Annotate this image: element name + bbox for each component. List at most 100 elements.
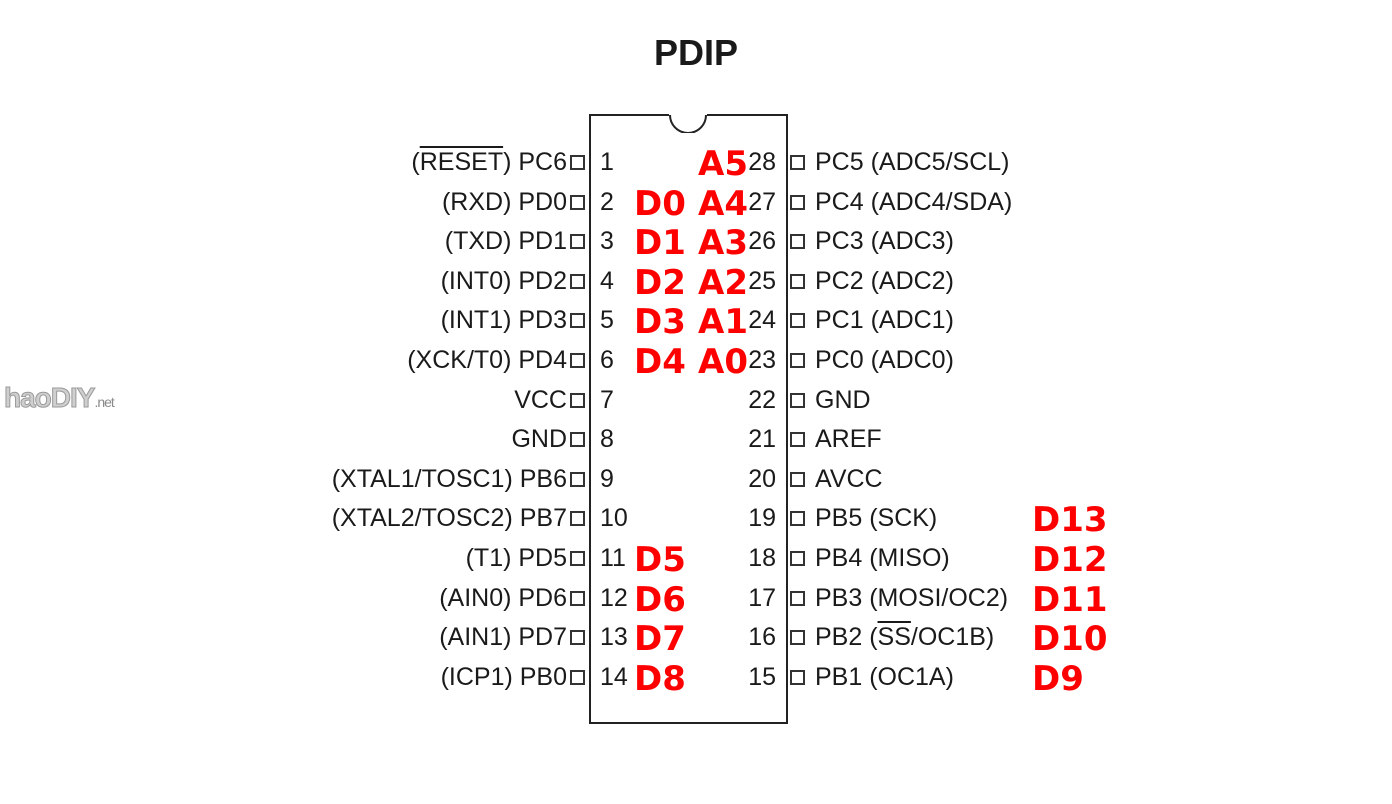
left-pin-label: VCC	[514, 385, 567, 415]
pin-label-text: PC3 (ADC3)	[815, 227, 954, 256]
right-pin-label: PC1 (ADC1)	[815, 305, 954, 335]
right-pin-label: PC0 (ADC0)	[815, 345, 954, 375]
pin-label-text: (AIN0) PD6	[439, 583, 567, 612]
pin-label-text: (XTAL2/TOSC2) PB7	[331, 504, 567, 533]
left-pin-lead	[570, 273, 585, 289]
pin-label-text: GND	[511, 425, 567, 454]
arduino-digital-label: D5	[634, 540, 686, 580]
left-pin-number: 13	[600, 623, 628, 652]
arduino-digital-label: D9	[1032, 658, 1084, 699]
pin-label-text: PB4 (MISO)	[815, 544, 950, 572]
pin-label-text: PC1 (ADC1)	[815, 306, 954, 335]
left-pin-lead	[570, 392, 585, 408]
pin-label-overline: SS	[877, 623, 911, 652]
left-pin-number: 4	[600, 266, 614, 295]
left-pin-number: 14	[600, 662, 628, 691]
left-pin-label: GND	[511, 424, 567, 454]
arduino-analog-label: A3	[698, 223, 748, 264]
pin-label-text: (ICP1) PB0	[440, 662, 567, 691]
pin-label-text: (T1) PD5	[465, 544, 567, 572]
arduino-analog-label: A1	[698, 302, 748, 343]
left-pin-label: (AIN1) PD7	[439, 622, 567, 652]
right-pin-lead	[790, 234, 805, 250]
pin-label-text: (	[411, 148, 420, 176]
watermark-main: haoDIY	[3, 382, 95, 414]
left-pin-lead	[570, 551, 585, 566]
right-pin-lead	[790, 432, 805, 448]
right-pin-lead	[790, 551, 805, 566]
left-pin-label: (RESET) PC6	[411, 147, 567, 177]
arduino-digital-label: D13	[1032, 500, 1108, 541]
pin-label-text: PB1 (OC1A)	[815, 662, 954, 691]
left-pin-lead	[570, 353, 585, 368]
right-pin-number: 23	[748, 346, 776, 374]
right-pin-lead	[790, 194, 805, 210]
arduino-digital-label: D4	[634, 342, 686, 382]
left-pin-number: 6	[600, 346, 614, 374]
pin-label-text: PC2 (ADC2)	[815, 266, 954, 295]
right-pin-label: PB5 (SCK)	[815, 503, 937, 533]
pin-label-text: PB3 (MOSI/OC2)	[815, 583, 1009, 612]
pin-label-text: (XTAL1/TOSC1) PB6	[331, 464, 567, 493]
arduino-analog-label: A0	[698, 342, 748, 382]
left-pin-number: 2	[600, 187, 614, 216]
right-pin-number: 26	[748, 227, 776, 256]
right-pin-number: 17	[748, 583, 776, 612]
right-pin-lead	[790, 273, 805, 289]
right-pin-number: 18	[748, 544, 776, 572]
package-title: PDIP	[653, 32, 739, 73]
arduino-digital-label: D8	[634, 658, 686, 699]
left-pin-label: (INT1) PD3	[441, 305, 567, 335]
arduino-digital-label: D2	[634, 262, 686, 303]
left-pin-lead	[570, 194, 585, 210]
right-pin-label: PB4 (MISO)	[815, 543, 950, 573]
right-pin-label: AREF	[815, 424, 882, 454]
right-pin-label: PB3 (MOSI/OC2)	[815, 583, 1008, 613]
left-pin-lead	[570, 432, 585, 448]
pin-label-text: (RXD) PD0	[441, 187, 567, 216]
pin-label-text: (TXD) PD1	[444, 227, 567, 256]
right-pin-lead	[790, 669, 805, 685]
watermark-suffix: .net	[94, 394, 114, 410]
left-pin-number: 10	[600, 504, 628, 533]
right-pin-lead	[790, 511, 805, 527]
right-pin-label: PB1 (OC1A)	[815, 662, 954, 692]
pin-label-text: PB2 (	[815, 623, 878, 652]
arduino-digital-label: D1	[634, 223, 686, 264]
pin-label-text: (INT0) PD2	[440, 266, 567, 295]
left-pin-label: (ICP1) PB0	[441, 662, 567, 692]
pin-label-text: GND	[815, 385, 871, 414]
right-pin-number: 22	[748, 385, 776, 414]
left-pin-number: 1	[600, 148, 614, 176]
pin-label-text: AVCC	[815, 464, 883, 493]
arduino-digital-label: D12	[1032, 540, 1108, 580]
arduino-digital-label: D11	[1032, 579, 1108, 620]
pin-label-text: (XCK/T0) PD4	[407, 346, 567, 374]
left-pin-label: (XCK/T0) PD4	[407, 345, 567, 375]
right-pin-label: PC3 (ADC3)	[815, 226, 954, 256]
watermark-logo: haoDIY.net	[3, 382, 114, 414]
left-pin-number: 5	[600, 306, 614, 335]
right-pin-lead	[790, 353, 805, 368]
arduino-digital-label: D3	[634, 302, 686, 343]
pin-label-text: (INT1) PD3	[440, 306, 567, 335]
right-pin-number: 27	[748, 187, 776, 216]
right-pin-lead	[790, 313, 805, 329]
right-pin-number: 28	[748, 148, 776, 176]
right-pin-label: PC5 (ADC5/SCL)	[815, 147, 1010, 177]
right-pin-lead	[790, 155, 805, 170]
right-pin-label: AVCC	[815, 464, 883, 494]
pin-label-text: /OC1B)	[910, 623, 995, 652]
pin-label-text: PC0 (ADC0)	[815, 346, 954, 374]
right-pin-number: 24	[748, 306, 776, 335]
arduino-digital-label: D7	[634, 619, 686, 660]
left-pin-lead	[570, 590, 585, 606]
left-pin-label: (TXD) PD1	[445, 226, 567, 256]
right-pin-number: 20	[748, 464, 776, 493]
pin-label-text: ) PC6	[503, 148, 567, 176]
pin-label-overline: RESET	[419, 148, 504, 176]
right-pin-number: 21	[748, 425, 776, 454]
left-pin-label: (XTAL2/TOSC2) PB7	[332, 503, 567, 533]
left-pin-lead	[570, 234, 585, 250]
right-pin-number: 16	[748, 623, 776, 652]
